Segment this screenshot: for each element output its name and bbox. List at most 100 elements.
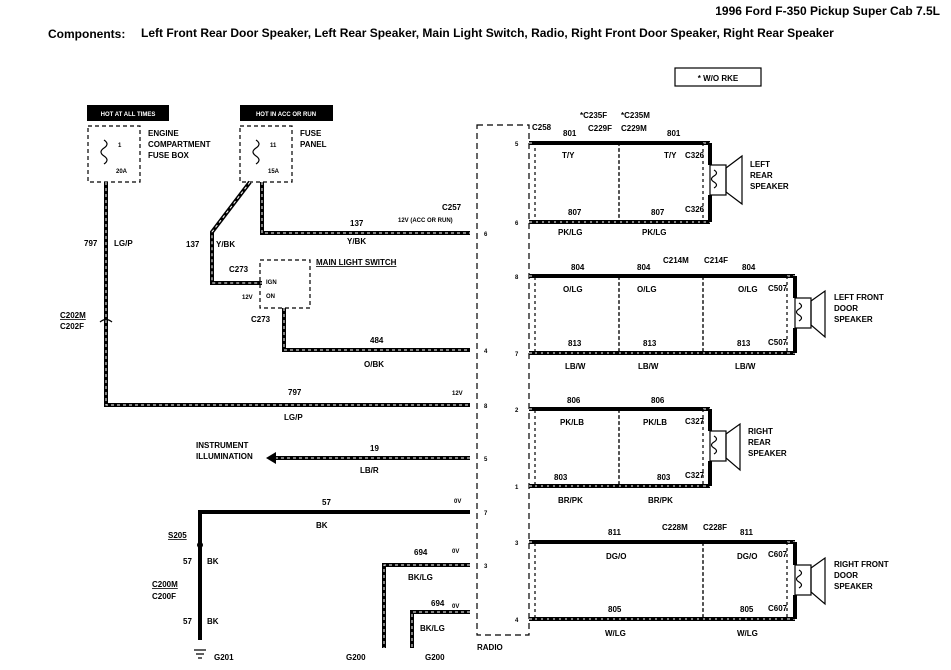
wire-804-color-a: O/LG xyxy=(563,285,583,294)
c200f-label: C200F xyxy=(152,592,176,601)
radio-pin-right: 4 xyxy=(515,618,519,624)
connector-group-lr-a xyxy=(534,142,620,223)
wire-804-color-b: O/LG xyxy=(637,285,657,294)
wire-57-number: 57 xyxy=(322,498,331,507)
radio-label: RADIO xyxy=(477,643,503,652)
wire-804-number-c: 804 xyxy=(742,263,756,272)
radio-pin-right: 1 xyxy=(515,485,519,491)
wire-694b-stripe xyxy=(411,611,470,648)
wire-805-color-b: W/LG xyxy=(737,629,758,638)
c327a-label: C327 xyxy=(685,417,705,426)
wire-813-color-a: LB/W xyxy=(565,362,586,371)
wire-813-number-c: 813 xyxy=(737,339,751,348)
note-box xyxy=(674,67,762,87)
radio-pin-right: 2 xyxy=(515,408,519,414)
wire-807-color-b: PK/LG xyxy=(642,228,666,237)
wire-57c-number: 57 xyxy=(183,617,192,626)
fuse-panel-label: FUSE PANEL xyxy=(300,129,327,149)
c235f-label: *C235F xyxy=(580,111,607,120)
wire-137a-stripe xyxy=(211,181,262,284)
c326b-label: C326 xyxy=(685,205,705,214)
wire-813-number-a: 813 xyxy=(568,339,582,348)
wire-137-stripe xyxy=(261,182,470,234)
connector-group-lr-b xyxy=(618,142,704,223)
hot-in-acc-badge xyxy=(240,105,333,121)
radio-pin-left: 4 xyxy=(484,349,488,355)
wire-804-number-b: 804 xyxy=(637,263,651,272)
wire-804-color-c: O/LG xyxy=(738,285,758,294)
wire-805-number-a: 805 xyxy=(608,605,622,614)
wire-694a-color: BK/LG xyxy=(408,573,433,582)
switch-on: ON xyxy=(266,294,275,300)
instrument-label: INSTRUMENT ILLUMINATION xyxy=(196,441,253,461)
wire-797-color: LG/P xyxy=(114,239,133,248)
fuse-panel-box xyxy=(239,125,293,183)
wire-19-color: LB/R xyxy=(360,466,379,475)
wire-137-color: Y/BK xyxy=(347,237,366,246)
wire-484-color: O/BK xyxy=(364,360,384,369)
v0-label: 0V xyxy=(454,499,461,505)
c273-bottom-label: C273 xyxy=(251,315,271,324)
c258-label: C258 xyxy=(532,123,552,132)
page-title: 1996 Ford F-350 Pickup Super Cab 7.5L xyxy=(715,4,940,18)
wire-19-number: 19 xyxy=(370,444,379,453)
wire-484-stripe xyxy=(283,308,470,351)
wire-694a-number: 694 xyxy=(414,548,428,557)
c235m-label: *C235M xyxy=(621,111,650,120)
wire-803-number-a: 803 xyxy=(554,473,568,482)
wire-57 xyxy=(198,510,470,640)
radio-pin-right: 3 xyxy=(515,541,519,547)
note-text: * W/O RKE xyxy=(698,74,739,83)
left-front-speaker-icon xyxy=(793,276,826,353)
right-rear-speaker-icon xyxy=(708,409,741,486)
connector-group-lf-c xyxy=(702,275,788,354)
radio-pin-left: 5 xyxy=(484,457,488,463)
wire-806-color-a: PK/LB xyxy=(560,418,584,427)
fuse-11-amp: 15A xyxy=(268,169,280,175)
wire-801-number-a: 801 xyxy=(563,129,577,138)
wire-811-number-b: 811 xyxy=(740,528,753,537)
wire-57b-number: 57 xyxy=(183,557,192,566)
wire-57b-color: BK xyxy=(207,557,219,566)
wire-694b-color: BK/LG xyxy=(420,624,445,633)
wire-801-number-b: 801 xyxy=(667,129,681,138)
hot-at-all-times-label: HOT AT ALL TIMES xyxy=(101,112,156,118)
connector-group-rf-b xyxy=(702,541,788,620)
wire-806-color-b: PK/LB xyxy=(643,418,667,427)
g200b-label: G200 xyxy=(425,653,445,662)
wire-813-number-b: 813 xyxy=(643,339,657,348)
wire-805-number-b: 805 xyxy=(740,605,754,614)
radio-pins-left: 6 4 8 5 7 3 xyxy=(484,232,488,570)
wire-807-number-a: 807 xyxy=(568,208,582,217)
wire-813-color-c: LB/W xyxy=(735,362,756,371)
fuse-11-number: 11 xyxy=(270,143,277,149)
c257-label: C257 xyxy=(442,203,462,212)
switch-12v: 12V xyxy=(242,295,253,301)
radio-pin-left: 6 xyxy=(484,232,488,238)
v0c-label: 0V xyxy=(452,604,459,610)
c202m-label: C202M xyxy=(60,311,86,320)
v0b-label: 0V xyxy=(452,549,459,555)
c229f-label: C229F xyxy=(588,124,612,133)
c273-top-label: C273 xyxy=(229,265,249,274)
fuse-1-number: 1 xyxy=(118,143,122,149)
radio-pin-left: 7 xyxy=(484,511,488,517)
c214m-label: C214M xyxy=(663,256,689,265)
s205-splice-icon xyxy=(197,542,203,548)
components-label: Components: xyxy=(48,27,126,41)
wire-801-color-a: T/Y xyxy=(562,151,575,160)
wire-484-number: 484 xyxy=(370,336,384,345)
wire-811-color-a: DG/O xyxy=(606,552,626,561)
v12-label: 12V xyxy=(452,391,463,397)
wire-797b-number: 797 xyxy=(288,388,302,397)
wire-797-number: 797 xyxy=(84,239,98,248)
engine-fuse-box xyxy=(87,125,141,183)
wire-137a-color: Y/BK xyxy=(216,240,235,249)
radio-pin-right: 6 xyxy=(515,221,519,227)
connector-group-rr-b xyxy=(618,408,704,487)
wire-694a-stripe xyxy=(383,564,470,648)
